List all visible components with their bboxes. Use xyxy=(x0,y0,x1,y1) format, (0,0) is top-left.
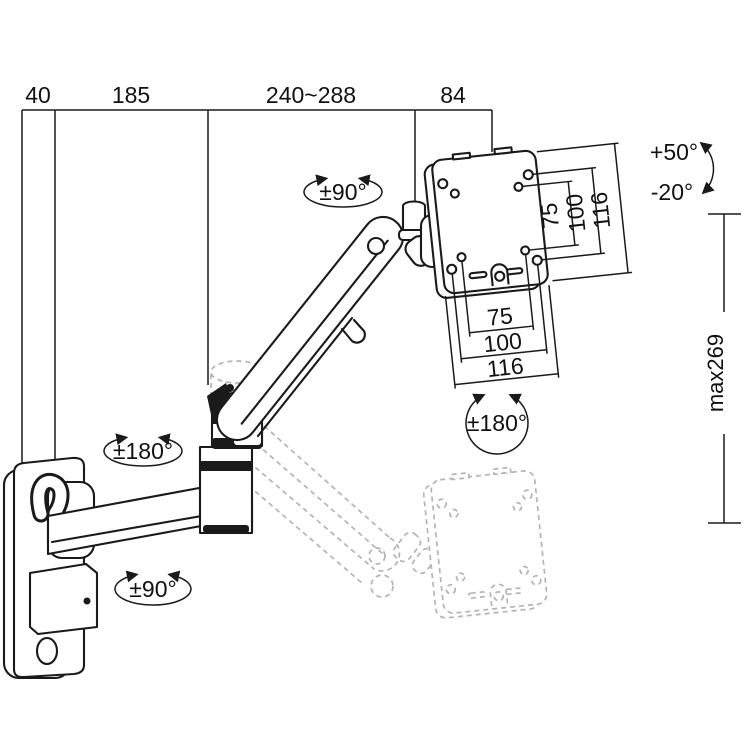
arm-rotation-arrow xyxy=(103,433,183,467)
vesa-h116-ext xyxy=(444,285,560,389)
plate-keyhole xyxy=(490,263,510,287)
vesa-h75-line xyxy=(469,325,534,334)
vesa-h100-ext xyxy=(451,264,548,363)
vesa-plate-ghost xyxy=(420,463,550,620)
vesa-rotation-label: ±180° xyxy=(467,410,527,436)
vesa-v116-label: 116 xyxy=(586,191,616,230)
plate-top-tab-left xyxy=(451,151,472,161)
dim-label-185: 185 xyxy=(112,82,150,108)
vesa-v116-ext xyxy=(536,142,633,282)
cable-clip xyxy=(340,318,366,344)
vesa-v100-line xyxy=(591,167,602,254)
ghost-arm-edge-1 xyxy=(243,407,391,539)
bracket-bottom-hole xyxy=(35,636,59,666)
vesa75-hole-tr xyxy=(513,181,524,192)
ghost-arm-endcap xyxy=(373,537,401,572)
hinge-block-screw xyxy=(83,597,91,605)
vesa-h75-ext xyxy=(461,254,535,337)
vesa100-hole-tl xyxy=(437,178,449,190)
elbow-screw xyxy=(226,384,234,392)
vesa-h100-line xyxy=(461,349,547,360)
vesa-v100-label: 100 xyxy=(561,193,591,234)
vesa-h116-label: 116 xyxy=(486,352,525,382)
upper-arm-seam xyxy=(240,239,389,425)
tilt-up-label: +50° xyxy=(650,139,698,165)
dim-label-84: 84 xyxy=(440,82,466,108)
vesa100-hole-tr xyxy=(522,169,534,181)
upper-arm-housing-edge xyxy=(256,316,354,438)
vesa-v100-ext xyxy=(532,166,605,261)
plate-slot-left xyxy=(468,270,488,280)
vesa75-hole-bl xyxy=(456,252,467,263)
ghost-arm-edge-2 xyxy=(235,425,384,555)
ghost-arm-hole xyxy=(368,547,386,565)
release-lever xyxy=(33,476,67,520)
ghost-head-post xyxy=(392,531,422,563)
plate-keyhole-screw xyxy=(494,270,506,282)
vesa-v116-line xyxy=(613,143,629,273)
head-swivel-arrow xyxy=(303,174,383,208)
height-range-label: max269 xyxy=(703,334,728,412)
vesa-plate-shape xyxy=(423,146,549,299)
shoulder-dark-band xyxy=(200,461,252,471)
hinge-block xyxy=(28,562,99,636)
vesa-h75-label: 75 xyxy=(486,302,514,331)
dim-label-240-288: 240~288 xyxy=(266,82,356,108)
shoulder-bottom-band xyxy=(203,525,249,533)
upper-arm xyxy=(215,215,405,442)
upper-arm-hole xyxy=(366,236,386,256)
tilt-range-annotation: +50° -20° xyxy=(650,139,715,205)
vesa-h116-line xyxy=(454,372,559,386)
rotation-annotations: ±90° ±180° ±90° ±180° xyxy=(103,174,529,606)
vesa-rotation-arrow xyxy=(465,393,529,455)
vesa100-hole-bl xyxy=(446,263,458,275)
wall-bracket xyxy=(2,456,99,680)
ghost-housing-end xyxy=(370,574,394,598)
arm-rotation-label: ±180° xyxy=(113,438,173,464)
vesa-v75-label: 75 xyxy=(535,202,564,230)
vesa75-hole-br xyxy=(520,245,531,256)
vesa100-hole-br xyxy=(531,254,543,266)
top-dimension-chain: 40 185 240~288 84 xyxy=(21,82,493,482)
vesa-plate-solid xyxy=(423,146,549,299)
vesa-v75-line xyxy=(567,181,576,246)
vesa-h100-label: 100 xyxy=(482,327,523,357)
tilt-down-label: -20° xyxy=(651,179,693,205)
base-swivel-label: ±90° xyxy=(129,576,176,602)
tilt-arrow xyxy=(699,141,715,195)
plate-top-tab-right xyxy=(493,146,513,156)
height-dimension: max269 xyxy=(703,213,741,524)
vesa-v75-ext xyxy=(522,180,579,251)
dim-label-40: 40 xyxy=(25,82,51,108)
vesa-dimensions: 75 100 116 75 100 116 xyxy=(444,142,633,389)
head-swivel-label: ±90° xyxy=(319,179,366,205)
base-swivel-arrow xyxy=(114,570,192,606)
shoulder-cylinder xyxy=(198,445,254,535)
vesa75-hole-tl xyxy=(449,188,460,199)
